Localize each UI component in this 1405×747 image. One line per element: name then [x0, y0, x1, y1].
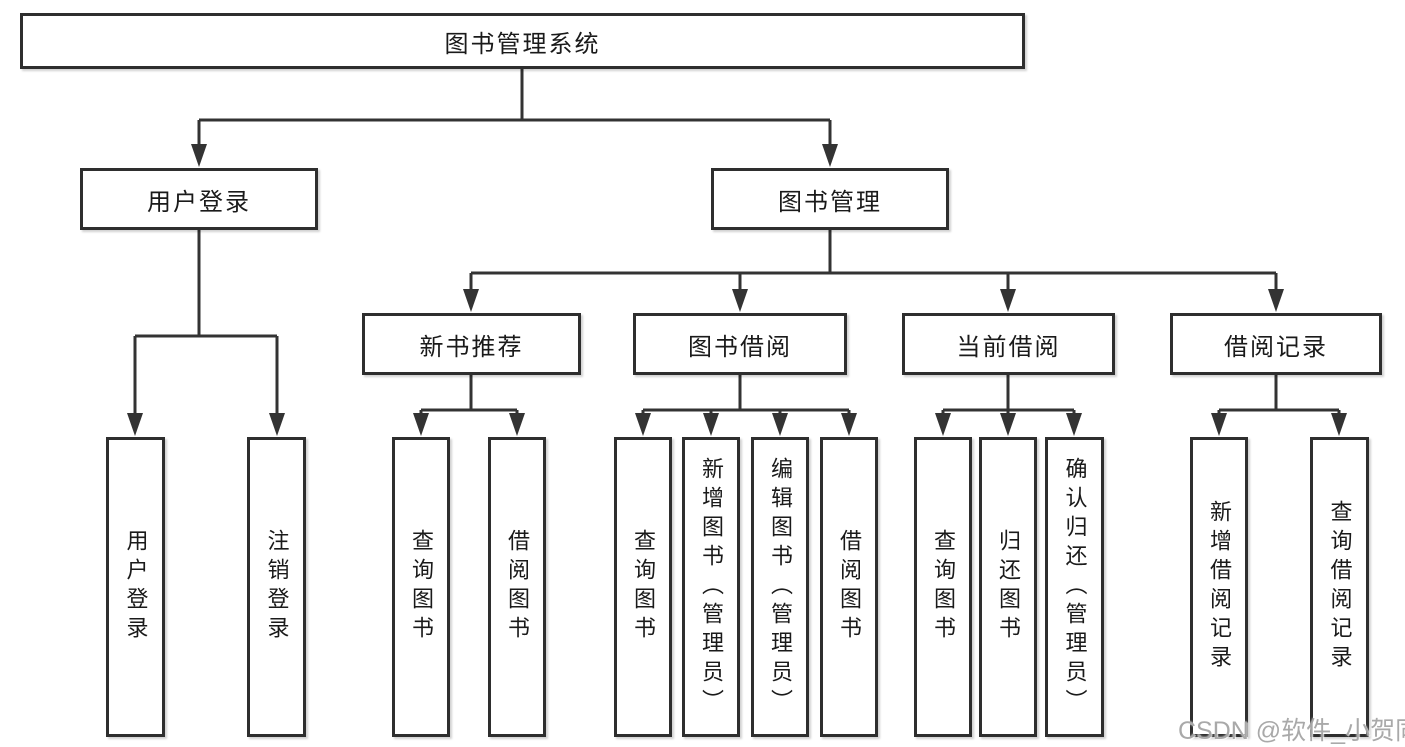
leaf-current-return-books: 归还图书	[979, 437, 1037, 737]
node-book-borrow: 图书借阅	[633, 313, 847, 375]
leaf-borrow-add-books-admin: 新增图书（管理员）	[682, 437, 740, 737]
leaf-records-add-record: 新增借阅记录	[1190, 437, 1248, 737]
leaf-user-login: 用户登录	[106, 437, 165, 737]
leaf-borrow-query-books: 查询图书	[614, 437, 672, 737]
leaf-borrow-borrow-books: 借阅图书	[820, 437, 878, 737]
node-new-book-recommend: 新书推荐	[362, 313, 581, 375]
csdn-watermark: CSDN @软件_小贺同学	[1178, 717, 1405, 745]
node-root-system: 图书管理系统	[20, 13, 1025, 69]
leaf-logout: 注销登录	[247, 437, 306, 737]
node-current-borrow: 当前借阅	[902, 313, 1115, 375]
leaf-borrow-edit-books-admin: 编辑图书（管理员）	[751, 437, 809, 737]
leaf-records-query-record: 查询借阅记录	[1310, 437, 1369, 737]
leaf-newbook-borrow-books: 借阅图书	[488, 437, 546, 737]
node-borrow-records: 借阅记录	[1170, 313, 1382, 375]
leaf-current-confirm-return-admin: 确认归还（管理员）	[1045, 437, 1104, 737]
node-user-login: 用户登录	[80, 168, 318, 230]
leaf-current-query-books: 查询图书	[914, 437, 972, 737]
leaf-newbook-query-books: 查询图书	[392, 437, 450, 737]
node-book-management: 图书管理	[711, 168, 949, 230]
